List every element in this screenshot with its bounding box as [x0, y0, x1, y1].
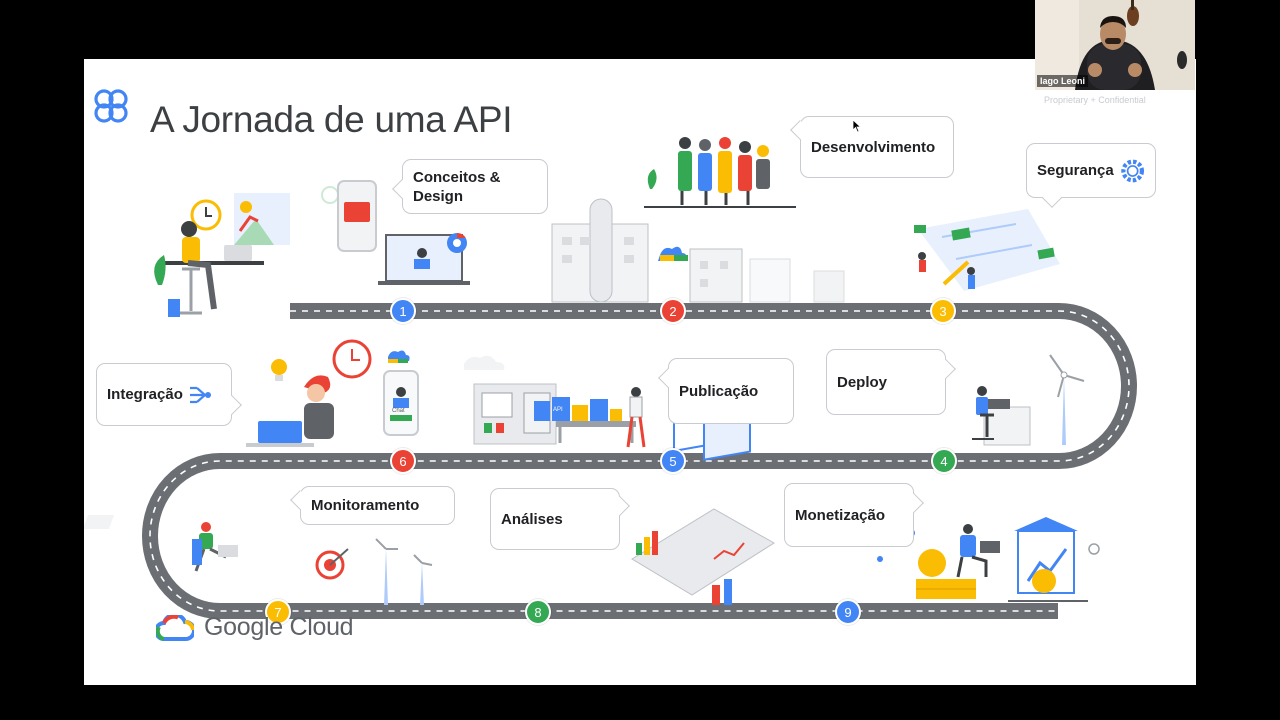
- stage-bubble-1: Conceitos & Design: [392, 159, 548, 214]
- stage-bubble-8: Análises: [490, 488, 630, 550]
- security-platform-illustration: [914, 209, 1060, 291]
- stage-bubble-2: Desenvolvimento: [790, 116, 954, 178]
- logo-knot-icon: [94, 89, 128, 123]
- stage-marker-3: 3: [930, 298, 956, 324]
- journey-illustration: Chat API: [84, 137, 1137, 619]
- stage-label-3: Segurança: [1037, 162, 1114, 179]
- stage-number-8: 8: [534, 604, 542, 620]
- stage-label-2: Desenvolvimento: [811, 138, 936, 156]
- stage-bubble-3: Segurança: [1026, 143, 1156, 208]
- security-gear-icon: [1120, 159, 1144, 182]
- stage-bubble-7: Monitoramento: [290, 486, 455, 525]
- google-cloud-logo: Google Cloud: [156, 613, 354, 642]
- mockup-screens-illustration: [321, 180, 470, 285]
- presentation-slide: Chat API: [84, 59, 1196, 685]
- integration-icon: [189, 386, 211, 403]
- stage-marker-6: 6: [390, 448, 416, 474]
- developers-team-illustration: [644, 137, 796, 208]
- google-cloud-icon: [156, 614, 194, 641]
- stage-label-6: Integração: [107, 386, 183, 403]
- webcam-video-tile[interactable]: Iago Leoni: [1035, 0, 1195, 90]
- api-box-label: API: [553, 407, 563, 413]
- publication-conveyor-illustration: API: [464, 355, 646, 448]
- stage-number-7: 7: [274, 604, 282, 620]
- integration-illustration: Chat: [246, 339, 419, 447]
- stage-number-3: 3: [939, 303, 947, 319]
- chat-screen-label: Chat: [392, 408, 405, 414]
- stage-marker-2: 2: [660, 298, 686, 324]
- stage-marker-8: 8: [525, 599, 551, 625]
- stage-marker-7: 7: [265, 599, 291, 625]
- stage-label-1: Conceitos & Design: [413, 168, 501, 205]
- stage-label-4: Deploy: [837, 373, 888, 391]
- participant-name-label: Iago Leoni: [1037, 75, 1088, 87]
- mouse-cursor-icon: [852, 119, 862, 133]
- stage-number-2: 2: [669, 303, 677, 319]
- stage-bubble-4: Deploy: [826, 349, 956, 415]
- stage-label-8: Análises: [501, 510, 563, 528]
- stage-marker-1: 1: [390, 298, 416, 324]
- stage-bubble-5: Publicação: [658, 358, 794, 424]
- stage-marker-5: 5: [660, 448, 686, 474]
- stage-label-9: Monetização: [795, 506, 886, 524]
- monitoring-illustration: [84, 515, 433, 605]
- stage-label-5: Publicação: [679, 382, 759, 400]
- stage-number-4: 4: [940, 453, 948, 469]
- google-cloud-wordmark: Google Cloud: [204, 613, 354, 641]
- stage-number-1: 1: [399, 303, 407, 319]
- monetization-illustration: [877, 517, 1100, 602]
- confidential-label: Proprietary + Confidential: [1044, 95, 1146, 105]
- stage-number-6: 6: [399, 453, 407, 469]
- stage-number-5: 5: [669, 453, 677, 469]
- deploy-illustration: [972, 354, 1085, 446]
- city-buildings-illustration: [551, 198, 845, 303]
- stage-number-9: 9: [844, 604, 852, 620]
- stage-bubble-9: Monetização: [784, 483, 924, 547]
- journey-road: [142, 303, 1137, 619]
- slide-title: A Jornada de uma API: [150, 99, 513, 140]
- stage-marker-9: 9: [835, 599, 861, 625]
- stage-label-7: Monitoramento: [311, 497, 420, 514]
- stage-marker-4: 4: [931, 448, 957, 474]
- design-desk-illustration: [154, 193, 290, 317]
- stage-bubble-6: Integração: [96, 363, 242, 426]
